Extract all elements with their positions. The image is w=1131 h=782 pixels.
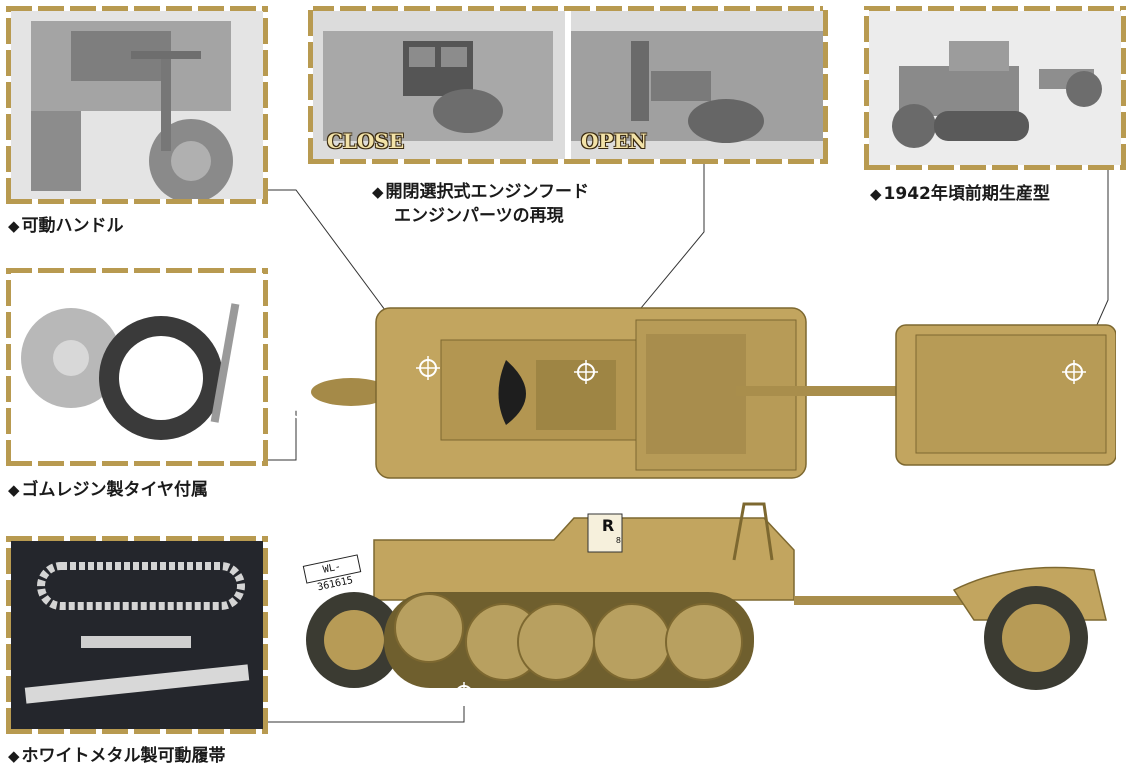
photo-close: CLOSE: [313, 11, 565, 159]
photo-production: [869, 11, 1121, 165]
top-view-vehicle: [311, 307, 1116, 479]
photo-frame-tire: [6, 268, 268, 466]
photo-frame-handle: [6, 6, 268, 204]
photo-open: OPEN: [571, 11, 823, 159]
caption-tire: ◆ゴムレジン製タイヤ付属: [8, 480, 209, 500]
photo-frame-engine: CLOSE OPEN: [308, 6, 828, 164]
diamond-bullet-icon: ◆: [8, 481, 20, 499]
crosshair-icon: [452, 682, 476, 706]
caption-track: ◆ホワイトメタル製可動履帯: [8, 746, 226, 766]
crosshair-icon: [574, 360, 598, 384]
tactical-badge: R 8: [601, 516, 621, 545]
caption-handle: ◆可動ハンドル: [8, 216, 124, 236]
side-view-vehicle: [306, 502, 1107, 690]
photo-label-close: CLOSE: [327, 129, 405, 153]
crosshair-icon: [1062, 360, 1086, 384]
photo-track: [11, 541, 263, 729]
photo-frame-track: [6, 536, 268, 734]
photo-tire: [11, 273, 263, 461]
diamond-bullet-icon: ◆: [372, 183, 384, 201]
diamond-bullet-icon: ◆: [870, 185, 882, 203]
photo-handle: [11, 11, 263, 199]
caption-production: ◆1942年頃前期生産型: [870, 184, 1050, 204]
caption-engine: ◆開閉選択式エンジンフード エンジンパーツの再現: [372, 182, 590, 226]
diamond-bullet-icon: ◆: [8, 217, 20, 235]
crosshair-icon: [416, 356, 440, 380]
crosshair-icon: [288, 398, 312, 422]
photo-label-open: OPEN: [581, 129, 647, 153]
photo-frame-production: [864, 6, 1126, 170]
diamond-bullet-icon: ◆: [8, 747, 20, 765]
